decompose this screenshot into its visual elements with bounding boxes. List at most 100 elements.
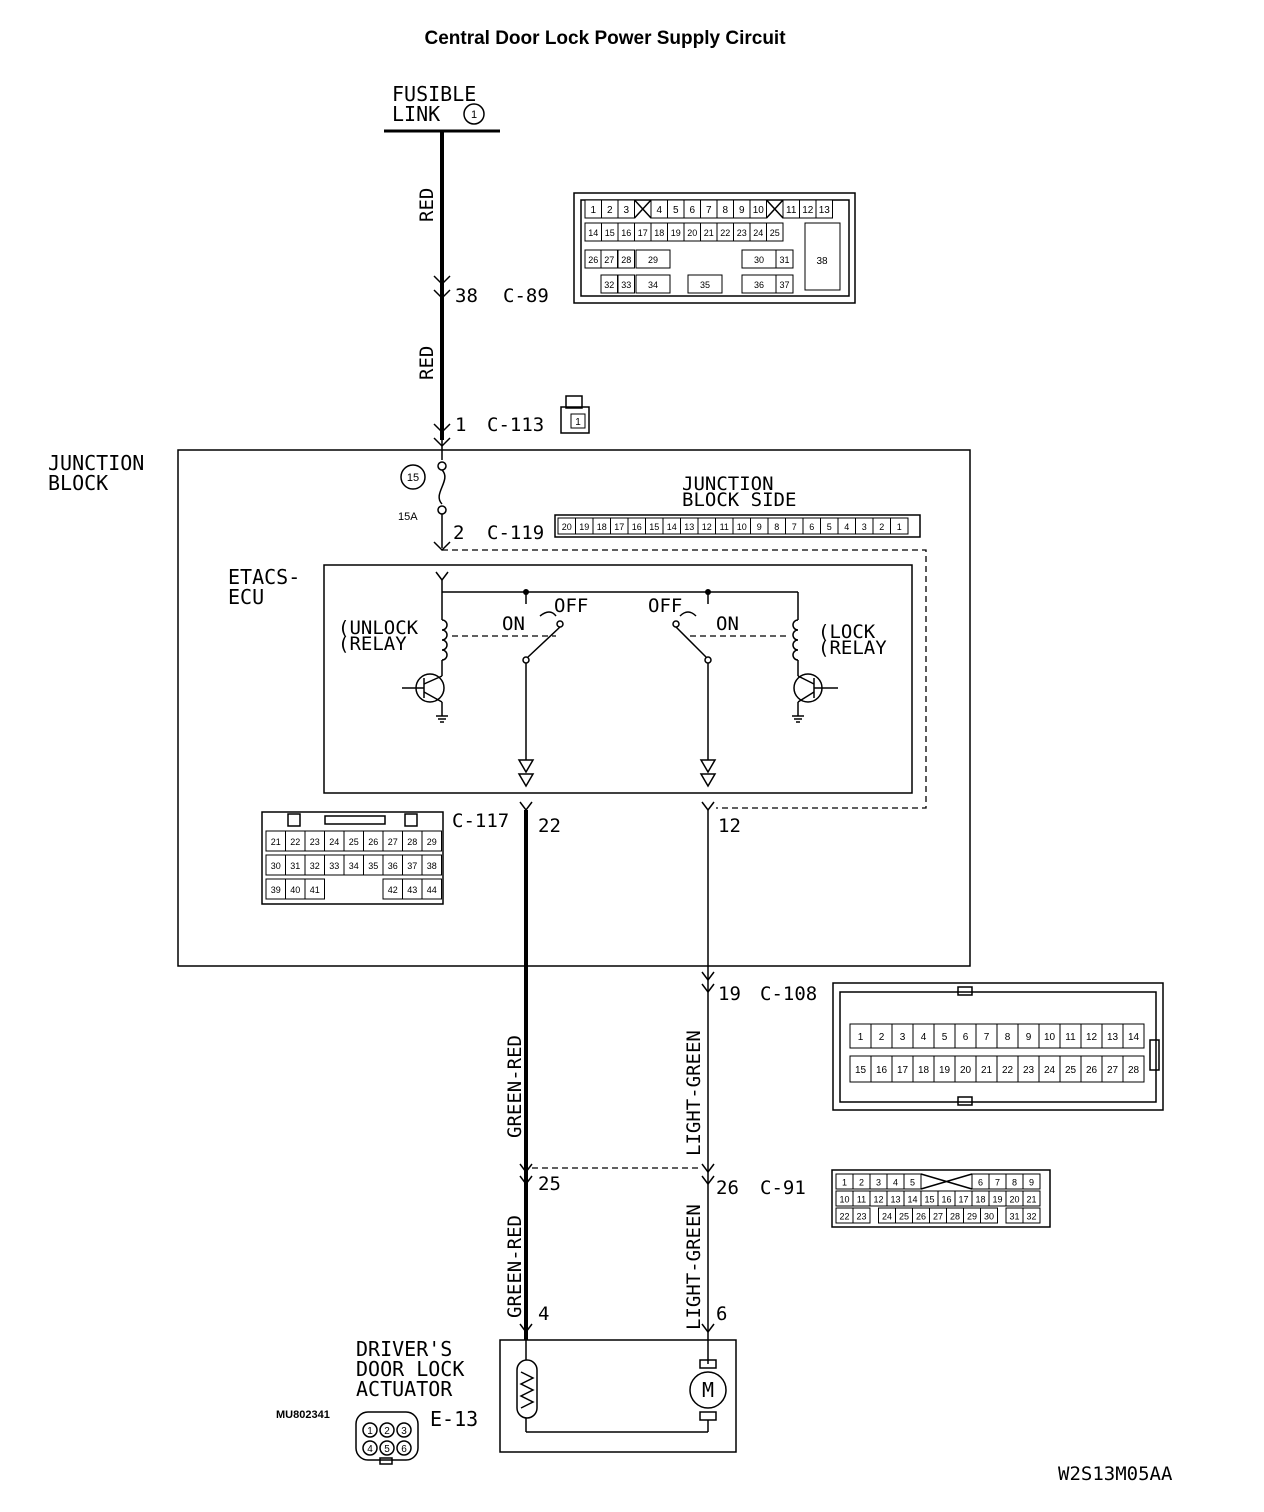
e13-pin-left: 4 bbox=[538, 1303, 549, 1325]
c108-pin-14-cell bbox=[1122, 1023, 1145, 1049]
c89-pin-20-label: 20 bbox=[687, 228, 697, 238]
lock-off-label: OFF bbox=[648, 595, 682, 617]
c89-pin-14-label: 14 bbox=[588, 228, 598, 238]
etacs-ecu-label-1: ETACS- bbox=[228, 565, 300, 589]
c117-pin-38-cell bbox=[421, 854, 442, 876]
c89-pin-10-cell bbox=[749, 199, 767, 219]
light-green-label-upper: LIGHT-GREEN bbox=[683, 1030, 705, 1156]
c89-pin-18-label: 18 bbox=[654, 228, 664, 238]
c117-pin-44-label: 44 bbox=[427, 885, 437, 895]
c91-pin-27-label: 27 bbox=[933, 1212, 943, 1222]
c91-pin-18-label: 18 bbox=[975, 1195, 985, 1205]
c91-pin-31-label: 31 bbox=[1009, 1212, 1019, 1222]
c117-name: C-117 bbox=[452, 810, 509, 832]
actuator-label-3: ACTUATOR bbox=[356, 1377, 453, 1401]
c89-pin-25-cell bbox=[766, 222, 784, 242]
e13-pin-5-circle bbox=[379, 1440, 395, 1456]
c91-key-mark bbox=[920, 1173, 973, 1190]
c117-pin-38-label: 38 bbox=[427, 861, 437, 871]
c117-pin-22-label: 22 bbox=[290, 837, 300, 847]
c108-pin-1-label: 1 bbox=[858, 1032, 864, 1043]
c117-pin-44-cell bbox=[421, 878, 442, 900]
c117-pin-28-label: 28 bbox=[407, 837, 417, 847]
c91-pin-9-cell bbox=[1022, 1173, 1041, 1190]
c108-pin-23-label: 23 bbox=[1023, 1065, 1035, 1076]
unlock-relay-coil bbox=[441, 619, 448, 661]
c117-pin-25-label: 25 bbox=[349, 837, 359, 847]
c91-pin-30-label: 30 bbox=[984, 1212, 994, 1222]
c91-pin-10-label: 10 bbox=[839, 1195, 849, 1205]
c108-pin-19-label: 19 bbox=[939, 1065, 951, 1076]
e13-pin-4-circle bbox=[362, 1440, 378, 1456]
e13-pin-1-circle bbox=[362, 1422, 378, 1438]
c89-pin-25-label: 25 bbox=[770, 228, 780, 238]
lock-ground-icon bbox=[792, 715, 804, 723]
c119-pin-7-label: 7 bbox=[792, 522, 797, 532]
unlock-relay-label-2: (RELAY bbox=[338, 633, 407, 655]
c91-pin-13-label: 13 bbox=[890, 1195, 900, 1205]
green-red-label-lower: GREEN-RED bbox=[504, 1215, 526, 1318]
c89-pin-28-label: 28 bbox=[621, 255, 631, 265]
c108-pin-22-label: 22 bbox=[1002, 1065, 1014, 1076]
e13-pin-5-label: 5 bbox=[384, 1444, 390, 1455]
unlock-relay-label-1: (UNLOCK bbox=[338, 617, 419, 639]
c117-pin-left: 22 bbox=[538, 815, 561, 837]
e13-pin-3-circle bbox=[396, 1422, 412, 1438]
e13-left-connector-symbol bbox=[519, 1323, 533, 1334]
c117-pin-33-label: 33 bbox=[329, 861, 339, 871]
c119-pin-16-label: 16 bbox=[632, 522, 642, 532]
c108-pin-11-label: 11 bbox=[1065, 1032, 1076, 1043]
c89-pin-26-label: 26 bbox=[588, 255, 598, 265]
c89-pin-33-cell bbox=[617, 274, 635, 294]
c91-pin-28-label: 28 bbox=[950, 1212, 960, 1222]
c91-pin-26-label: 26 bbox=[916, 1212, 926, 1222]
c119-pin-9-label: 9 bbox=[757, 522, 762, 532]
c89-pin-24-label: 24 bbox=[753, 228, 763, 238]
c117-pin-41-cell bbox=[304, 878, 325, 900]
lock-relay-coil bbox=[792, 619, 799, 661]
c91-pin-4-label: 4 bbox=[893, 1178, 898, 1188]
c108-pin-2-label: 2 bbox=[879, 1032, 885, 1043]
c119-pin-1-label: 1 bbox=[897, 522, 902, 532]
c108-pin-13-label: 13 bbox=[1107, 1032, 1119, 1043]
c91-pin-20-label: 20 bbox=[1009, 1195, 1019, 1205]
c91-pin-14-label: 14 bbox=[907, 1195, 917, 1205]
unlock-off-label: OFF bbox=[554, 595, 588, 617]
junction-block-label-2: BLOCK bbox=[48, 471, 108, 495]
c89-pin-37-cell bbox=[775, 274, 794, 294]
c91-pin-16-label: 16 bbox=[941, 1195, 951, 1205]
fuse-rating: 15A bbox=[398, 511, 418, 523]
c89-pin-7-label: 7 bbox=[706, 205, 712, 216]
c91-pin-23-label: 23 bbox=[856, 1212, 866, 1222]
c91-pin-21-cell bbox=[1022, 1190, 1041, 1207]
c108-pin-25-label: 25 bbox=[1065, 1065, 1077, 1076]
c89-pin-17-label: 17 bbox=[638, 228, 648, 238]
c117-pin-39-label: 39 bbox=[271, 885, 281, 895]
c119-pin-8-label: 8 bbox=[774, 522, 779, 532]
c117-pin-24-label: 24 bbox=[329, 837, 339, 847]
actuator-label-1: DRIVER'S bbox=[356, 1337, 452, 1361]
c91-pin-23-cell bbox=[852, 1207, 871, 1224]
c91-pin-2-label: 2 bbox=[859, 1178, 864, 1188]
c108-pin-26-label: 26 bbox=[1086, 1065, 1098, 1076]
c91-pin-32-label: 32 bbox=[1026, 1212, 1036, 1222]
fusible-link-number-circle bbox=[463, 103, 485, 125]
c108-pin-20-label: 20 bbox=[960, 1065, 972, 1076]
c117-pin-34-label: 34 bbox=[349, 861, 359, 871]
c89-pin-1-label: 1 bbox=[590, 205, 596, 216]
c91-pin-22-label: 22 bbox=[839, 1212, 849, 1222]
etacs-ecu-outline bbox=[323, 564, 913, 794]
c91-left-connector-symbol bbox=[519, 1163, 533, 1186]
c119-pin-19-label: 19 bbox=[579, 522, 589, 532]
green-red-label-upper: GREEN-RED bbox=[504, 1035, 526, 1138]
c89-blank-cross bbox=[633, 199, 652, 219]
c117-pin-42-label: 42 bbox=[388, 885, 398, 895]
c89-pin-34-cell bbox=[635, 274, 671, 294]
actuator-internal: M bbox=[516, 1340, 727, 1433]
ecu-power-feed bbox=[435, 571, 798, 595]
c117-right-connector-symbol bbox=[701, 801, 715, 812]
c117-pin-right: 12 bbox=[718, 815, 741, 837]
actuator-label-2: DOOR LOCK bbox=[356, 1357, 464, 1381]
junction-block-side-label-1: JUNCTION bbox=[682, 473, 774, 495]
